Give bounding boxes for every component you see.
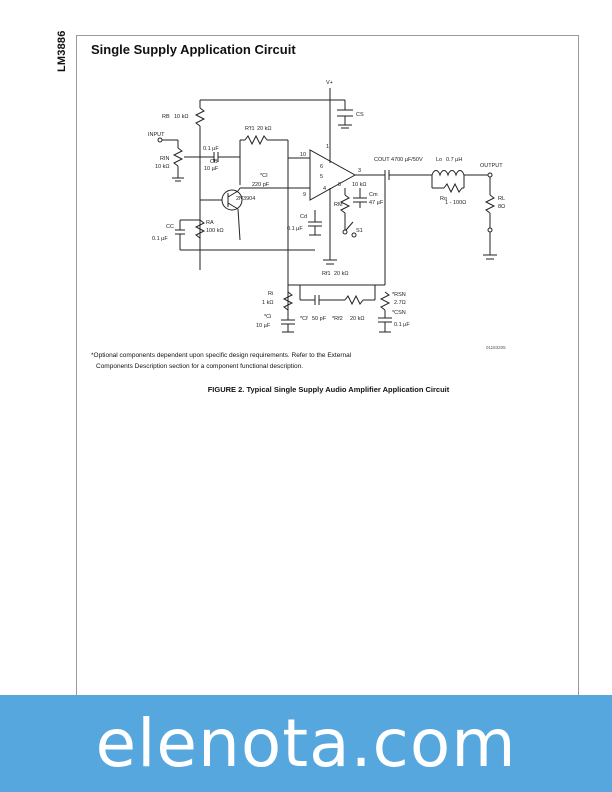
- label-rb-value: 10 kΩ: [174, 114, 189, 120]
- label-cf-value: 50 pF: [312, 316, 327, 322]
- label-output: OUTPUT: [480, 163, 503, 169]
- label-rf2: Rf1: [322, 271, 331, 277]
- label-rf1: R'f1: [245, 126, 255, 132]
- pin-5: 5: [320, 174, 323, 180]
- label-ri: Ri: [268, 291, 273, 297]
- label-rb: RB: [162, 114, 170, 120]
- label-lo-value: 0.7 µH: [446, 157, 462, 163]
- label-rl: RL: [498, 196, 505, 202]
- application-circuit-schematic: V+ CS RB 10 kΩ INPUT RIN 10 kΩ 0.1 µF CB…: [148, 80, 505, 333]
- label-mute-cap-value: 47 µF: [369, 200, 384, 206]
- label-rf3: *Rf2: [332, 316, 343, 322]
- label-ci3-value: 10 µF: [256, 323, 271, 329]
- label-rin: RIN: [160, 156, 170, 162]
- label-rsn-value: 2.7Ω: [394, 300, 406, 306]
- label-rf3-value: 20 kΩ: [350, 316, 365, 322]
- label-ra-value: 100 kΩ: [206, 228, 224, 234]
- footnote-line-2: Components Description section for a com…: [96, 363, 304, 370]
- label-csn: *CSN: [392, 310, 406, 316]
- label-cb: CB: [210, 159, 218, 165]
- label-mute-switch: S1: [356, 228, 363, 234]
- label-cb-value: 10 µF: [204, 166, 219, 172]
- label-cc-value: 0.1 µF: [152, 236, 168, 242]
- figure-caption: FIGURE 2. Typical Single Supply Audio Am…: [207, 385, 450, 394]
- watermark-text: elenota.com: [95, 705, 517, 782]
- pin-8: 8: [338, 182, 341, 188]
- label-cs: CS: [356, 112, 364, 118]
- label-rf2-value: 20 kΩ: [334, 271, 349, 277]
- section-title: Single Supply Application Circuit: [91, 42, 296, 57]
- label-transistor: 2N3904: [236, 196, 255, 202]
- label-ra: RA: [206, 220, 214, 226]
- label-ci3: *Ci: [264, 314, 271, 320]
- label-csn-value: 0.1 µF: [394, 322, 410, 328]
- footnote: *Optional components dependent upon spec…: [91, 350, 391, 372]
- label-cf: *Cf: [300, 316, 308, 322]
- label-input: INPUT: [148, 132, 165, 138]
- pin-9: 9: [303, 192, 306, 198]
- label-rmute: RM: [334, 202, 343, 208]
- label-ci2-value: 220 pF: [252, 182, 270, 188]
- label-rin-value: 10 kΩ: [155, 164, 170, 170]
- pin-10: 10: [300, 152, 306, 158]
- label-rl-value: 8Ω: [498, 204, 505, 210]
- watermark-banner: elenota.com: [0, 695, 612, 792]
- label-ro: Ro: [440, 196, 447, 202]
- label-ci: 0.1 µF: [203, 146, 219, 152]
- footnote-line-1: *Optional components dependent upon spec…: [91, 352, 352, 359]
- label-rf1-value: 20 kΩ: [257, 126, 272, 132]
- label-rmute-value: 10 kΩ: [352, 182, 367, 188]
- label-ri-value: 1 kΩ: [262, 300, 273, 306]
- label-vplus: V+: [326, 80, 333, 86]
- label-cout: COUT 4700 µF/50V: [374, 157, 423, 163]
- figure-id: 01183205: [486, 345, 506, 350]
- part-number-side-label: LM3886: [56, 30, 68, 72]
- label-ro-value: 1 - 100Ω: [445, 200, 466, 206]
- label-lo: Lo: [436, 157, 442, 163]
- label-rsn: *RSN: [392, 292, 406, 298]
- label-cc: CC: [166, 224, 174, 230]
- label-mute-cap: Cm: [369, 192, 378, 198]
- label-cd: Cd: [300, 214, 307, 220]
- label-ci2: *CI: [260, 173, 268, 179]
- label-cd-value: 0.1 µF: [287, 226, 303, 232]
- pin-3: 3: [358, 168, 361, 174]
- pin-4: 4: [323, 186, 326, 192]
- pin-1: 1: [326, 144, 329, 150]
- pin-6: 6: [320, 164, 323, 170]
